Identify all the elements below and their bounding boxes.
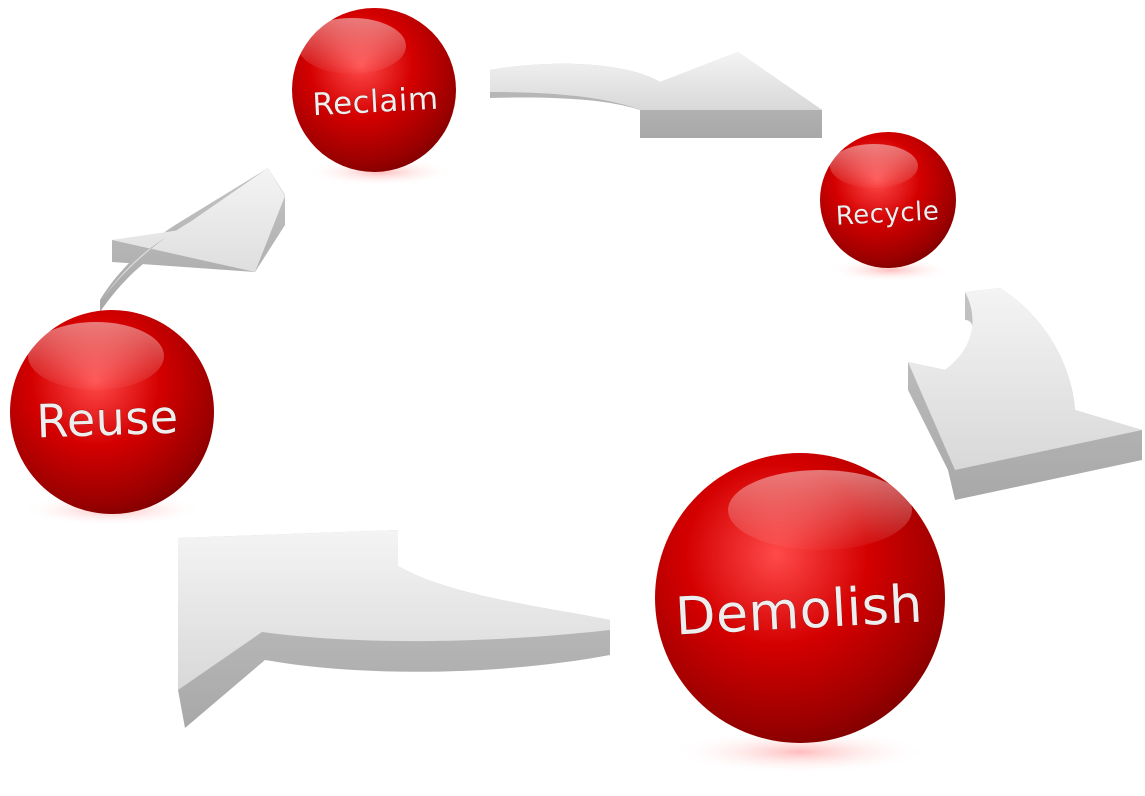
node-label-demolish: Demolish [674, 575, 924, 648]
node-reclaim: Reclaim [292, 8, 456, 186]
node-label-reclaim: Reclaim [312, 81, 440, 124]
node-label-recycle: Recycle [835, 196, 940, 231]
node-recycle: Recycle [820, 132, 956, 282]
arrow-reuse-to-reclaim [100, 168, 285, 312]
arrow-reclaim-to-recycle [490, 52, 822, 138]
arrow-demolish-to-reuse [178, 530, 610, 728]
node-reuse: Reuse [10, 310, 214, 526]
node-label-reuse: Reuse [35, 390, 179, 449]
node-demolish: Demolish [655, 453, 945, 774]
arrow-recycle-to-demolish [908, 288, 1142, 500]
